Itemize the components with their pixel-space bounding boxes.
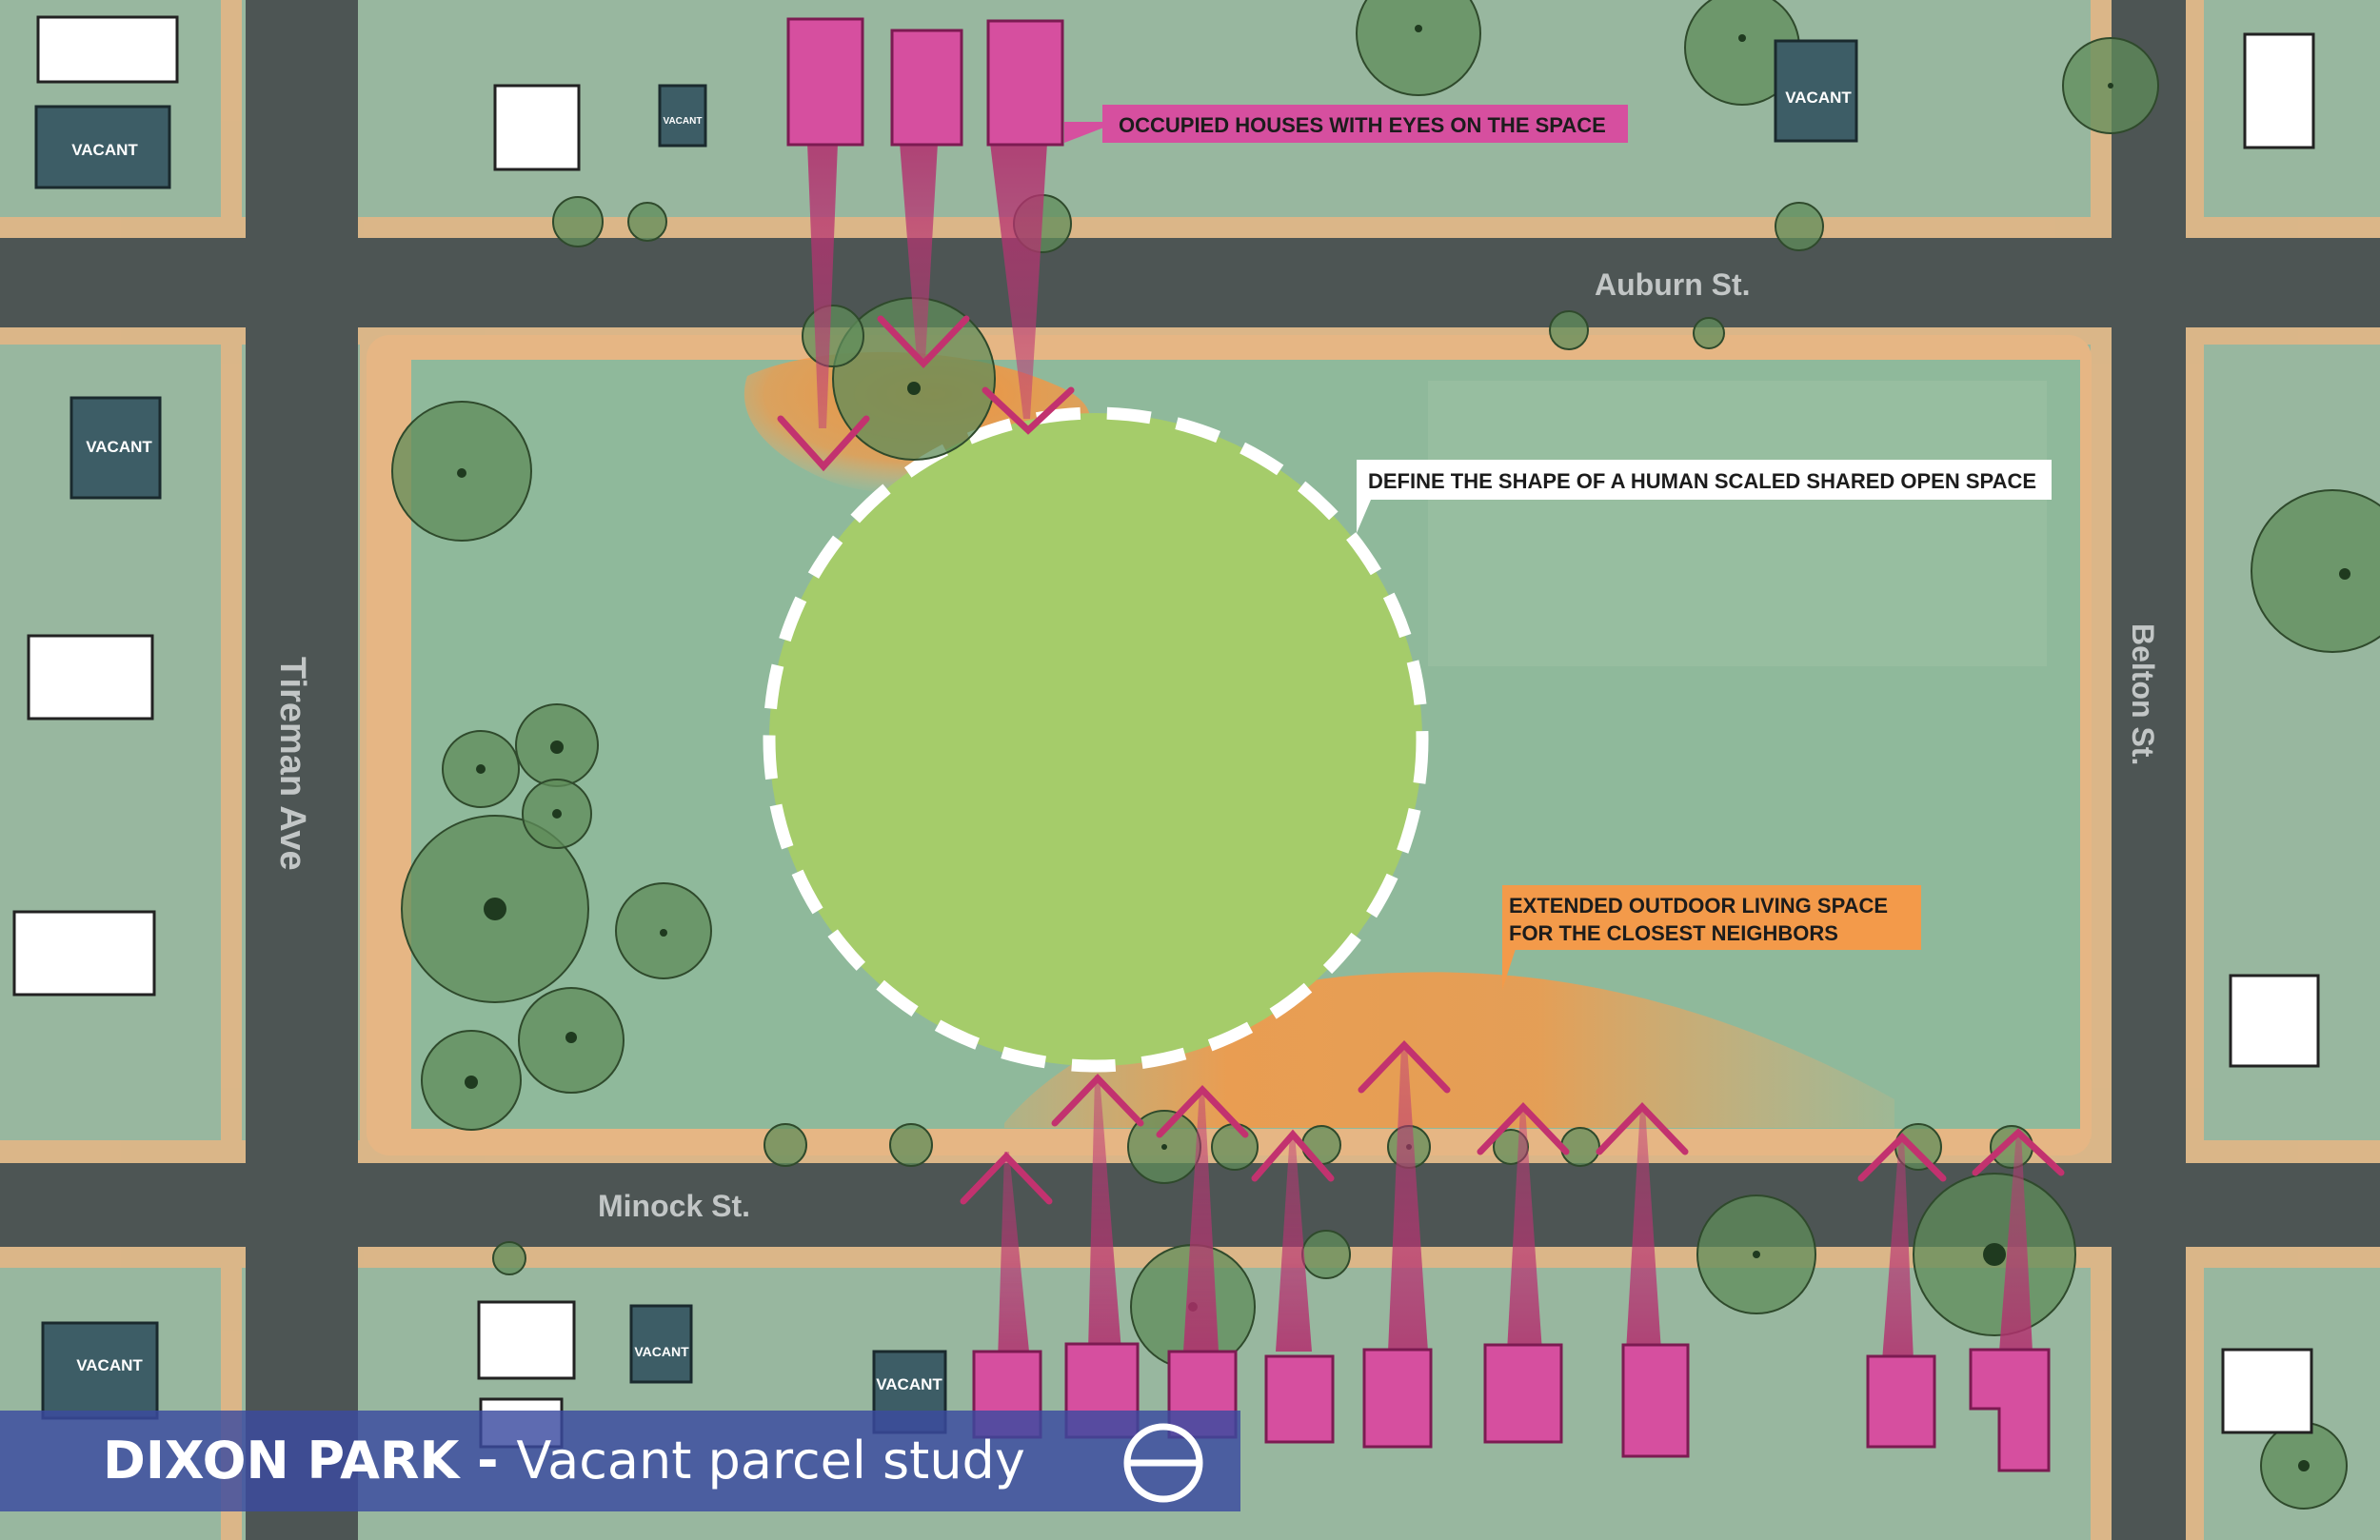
- vacant-label: VACANT: [664, 116, 703, 127]
- auburn-street: [0, 238, 2380, 327]
- vacant-house: [658, 84, 707, 148]
- extended-callout-pointer: [1502, 949, 1516, 990]
- street-label-auburn: Auburn St.: [1595, 267, 1751, 302]
- park-lawn-texture: [1428, 381, 2047, 666]
- vacant-house: [41, 1321, 159, 1420]
- street-label-minock: Minock St.: [598, 1189, 750, 1223]
- title-light-part: Vacant parcel study: [516, 1431, 1025, 1491]
- vacant-label: VACANT: [86, 438, 152, 456]
- vacant-houses: VACANT VACANT VACANT VACANT VACANT VACAN…: [34, 39, 1858, 1434]
- occupied-house: [986, 19, 1064, 147]
- vacant-house: [34, 105, 171, 189]
- occupied-house: [890, 29, 963, 147]
- occupied-house: [786, 17, 864, 147]
- occupied-house: [1969, 1348, 2051, 1472]
- street-label-tireman: Tireman Ave: [272, 657, 312, 871]
- sight-lines: [777, 143, 2065, 1361]
- define-callout-box: [1357, 460, 2052, 500]
- shared-open-space-outline: [763, 406, 1429, 1073]
- vacant-label: VACANT: [876, 1375, 942, 1393]
- extended-callout-line1: EXTENDED OUTDOOR LIVING SPACE: [1509, 894, 1888, 918]
- vacant-house: [69, 396, 162, 500]
- page-title: DIXON PARK - Vacant parcel study: [103, 1411, 1025, 1511]
- shared-open-space-circle: [769, 413, 1422, 1066]
- title-bar: [0, 1411, 1240, 1511]
- compass-overlay: [1123, 1423, 1203, 1503]
- define-callout-text: DEFINE THE SHAPE OF A HUMAN SCALED SHARE…: [1368, 469, 2036, 493]
- occupied-house: [1362, 1348, 1433, 1449]
- other-houses: [12, 15, 2320, 1449]
- title-bold-part: DIXON PARK -: [103, 1431, 517, 1491]
- extended-callout-box: [1502, 885, 1921, 950]
- occupied-callout-box: [1102, 105, 1628, 143]
- vacant-label: VACANT: [76, 1356, 143, 1374]
- vacant-label: VACANT: [1785, 89, 1852, 107]
- occupied-house: [1621, 1343, 1690, 1458]
- occupied-house: [1264, 1354, 1335, 1444]
- occupied-callout-text: OCCUPIED HOUSES WITH EYES ON THE SPACE: [1119, 113, 1606, 137]
- street-label-belton: Belton St.: [2126, 623, 2160, 765]
- vacant-house: [629, 1304, 693, 1384]
- extended-callout-line2: FOR THE CLOSEST NEIGHBORS: [1509, 921, 1838, 945]
- vacant-label: VACANT: [71, 141, 138, 159]
- tireman-avenue: [246, 0, 358, 1540]
- occupied-house: [1483, 1343, 1563, 1444]
- vacant-label: VACANT: [634, 1344, 689, 1359]
- vacant-house: [1774, 39, 1858, 143]
- occupied-house: [1866, 1354, 1936, 1449]
- belton-street: [2112, 0, 2186, 1540]
- define-callout-pointer: [1357, 500, 1371, 533]
